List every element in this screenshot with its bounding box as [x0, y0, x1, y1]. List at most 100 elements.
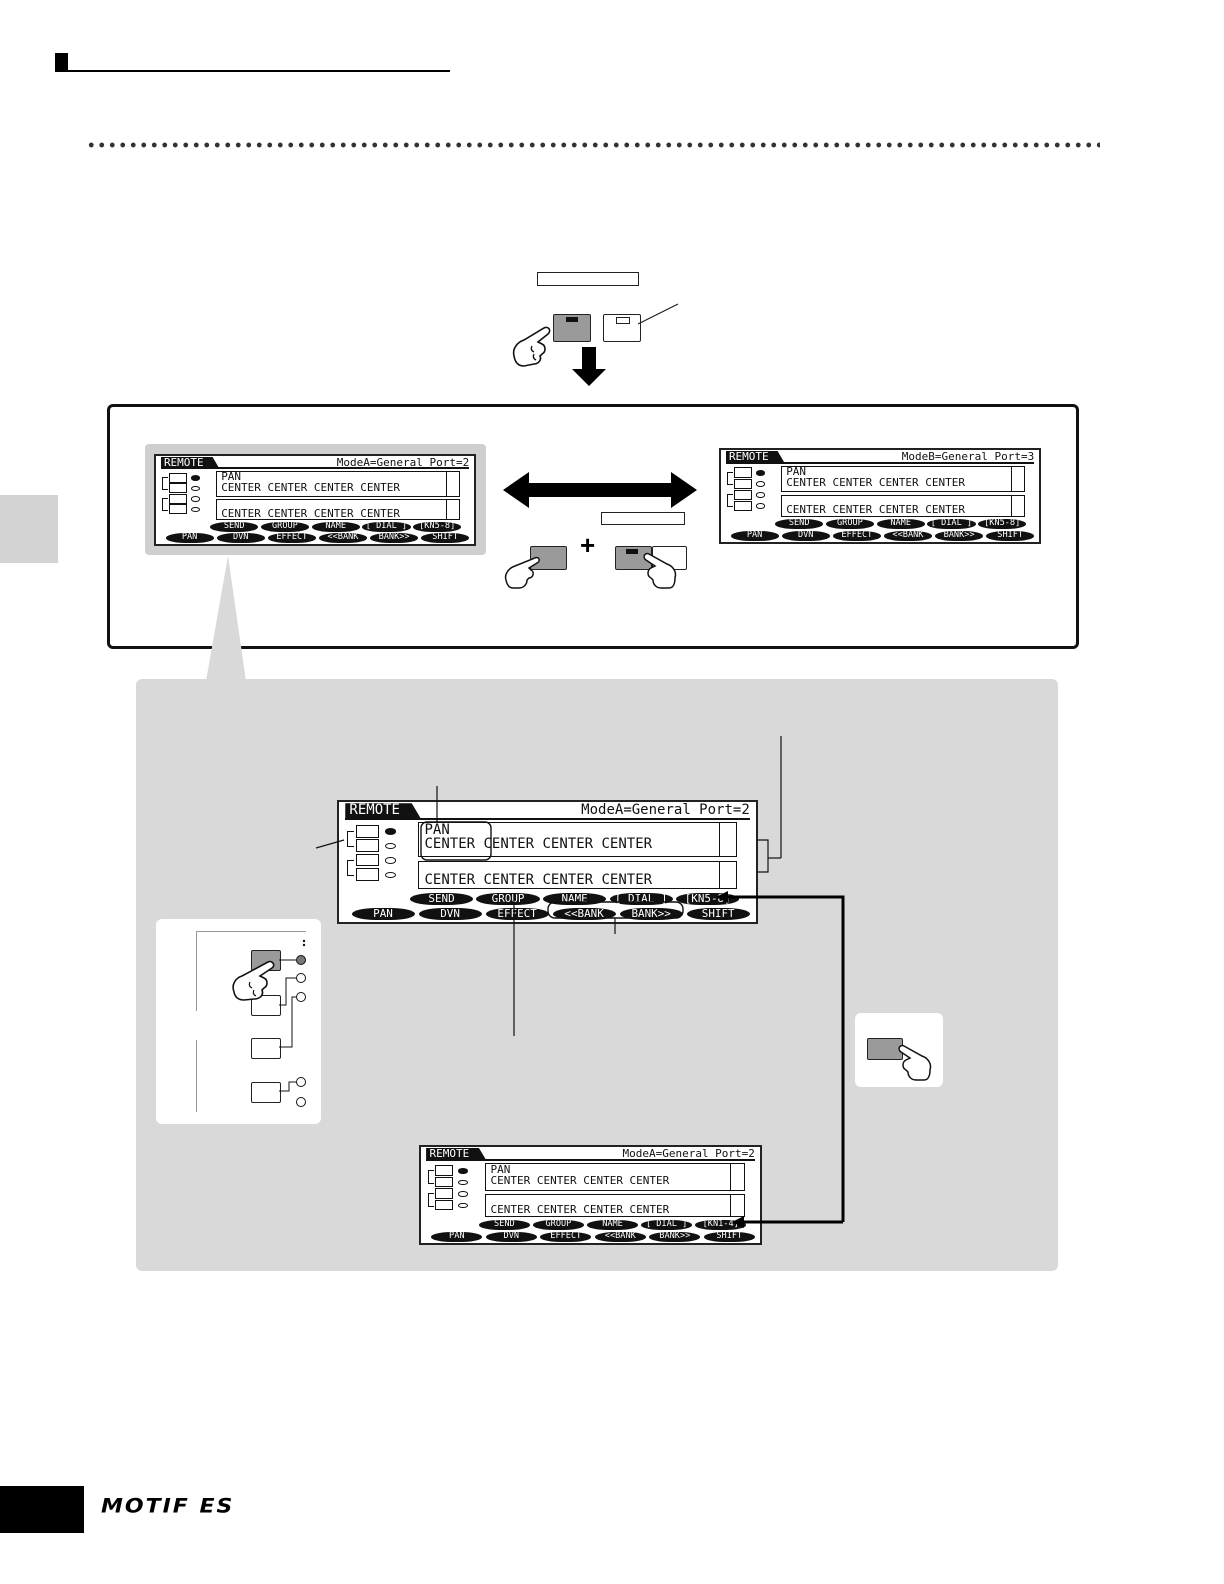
header-rule — [55, 70, 450, 72]
upper-tab[interactable]: [ DIAL ] — [927, 519, 976, 530]
scroll-indicator — [729, 1195, 744, 1217]
lower-tab[interactable]: EFFECT — [485, 907, 549, 921]
scroll-indicator — [719, 861, 736, 889]
track-square — [434, 1188, 454, 1199]
upper-tab[interactable]: GROUP — [260, 521, 310, 532]
track-square — [733, 489, 752, 500]
lower-tab[interactable]: <<BANK — [883, 530, 932, 541]
led-inset-panel — [156, 919, 321, 1124]
lower-tab[interactable]: <<BANK — [318, 532, 367, 543]
down-arrow-icon — [572, 347, 606, 386]
pair-bracket — [162, 498, 168, 511]
mode-switch-frame — [107, 404, 1079, 649]
label-box-middle — [601, 512, 685, 525]
upper-tab[interactable]: NAME — [876, 519, 925, 530]
lower-tab[interactable]: <<BANK — [552, 907, 616, 921]
upper-tab[interactable]: SEND — [478, 1219, 531, 1230]
upper-tab[interactable]: NAME — [311, 521, 360, 532]
pair-bracket — [162, 477, 168, 490]
lower-tab[interactable]: BANK>> — [370, 532, 419, 543]
pointing-hand-icon — [512, 326, 551, 367]
upper-tab[interactable]: [KN5-8] — [978, 519, 1027, 530]
pointing-hand-icon — [898, 1044, 932, 1081]
pair-bracket — [427, 1170, 434, 1184]
track-led — [384, 857, 397, 864]
chapter-side-tab — [0, 495, 58, 563]
track-square — [355, 853, 379, 867]
screen-tag: REMOTE — [345, 803, 421, 819]
button-led — [626, 549, 638, 554]
inset-button-4[interactable] — [251, 1082, 281, 1103]
upper-tab[interactable]: SEND — [409, 892, 474, 906]
lower-tab[interactable]: PAN — [431, 1231, 483, 1242]
lower-tab[interactable]: PAN — [730, 530, 779, 541]
row-upper-values: CENTER CENTER CENTER CENTER — [786, 475, 965, 489]
upper-tab[interactable]: [KN1-4] — [695, 1219, 747, 1230]
lower-tab[interactable]: PAN — [165, 532, 214, 543]
track-led — [384, 842, 397, 850]
upper-tab[interactable]: SEND — [210, 521, 259, 532]
lower-tab[interactable]: SHIFT — [421, 532, 470, 543]
parameter-box-lower — [216, 499, 460, 521]
lower-tab[interactable]: BANK>> — [649, 1231, 701, 1242]
lower-tab[interactable]: DVN — [418, 907, 482, 921]
track-square — [355, 824, 379, 838]
upper-tab[interactable]: GROUP — [825, 519, 875, 530]
upper-tab[interactable]: GROUP — [476, 892, 540, 906]
lower-tab[interactable]: PAN — [351, 907, 415, 921]
lower-tab[interactable]: DVN — [216, 532, 265, 543]
lower-tab[interactable]: SHIFT — [703, 1231, 755, 1242]
adjacent-button[interactable] — [603, 314, 641, 342]
pair-bracket — [727, 472, 733, 486]
lower-tab[interactable]: EFFECT — [267, 532, 316, 543]
track-name: PAN — [490, 1162, 511, 1176]
lower-tab[interactable]: BANK>> — [935, 530, 984, 541]
upper-tab[interactable]: [ DIAL ] — [362, 521, 411, 532]
upper-tab[interactable]: NAME — [586, 1219, 639, 1230]
upper-tab[interactable]: GROUP — [532, 1219, 585, 1230]
track-led — [458, 1179, 468, 1186]
screen-mode-label: ModeA=General Port=2 — [581, 802, 750, 818]
lower-tab[interactable]: EFFECT — [540, 1231, 592, 1242]
track-led — [755, 492, 765, 498]
shift-button[interactable] — [553, 314, 591, 342]
track-square — [434, 1199, 454, 1211]
screen-tag: REMOTE — [160, 456, 220, 469]
row-lower-values: CENTER CENTER CENTER CENTER — [424, 871, 653, 888]
upper-tab[interactable]: [KN5-8] — [413, 521, 462, 532]
lower-tab[interactable]: DVN — [781, 530, 830, 541]
inset-button-3[interactable] — [251, 1038, 281, 1059]
scroll-indicator — [729, 1164, 744, 1191]
track-square — [168, 493, 187, 504]
upper-tab[interactable]: SEND — [775, 519, 824, 530]
inset-left-rule — [196, 931, 197, 1011]
track-square — [733, 500, 752, 511]
track-led — [755, 481, 765, 487]
track-led — [190, 475, 200, 481]
label-box-top — [537, 272, 639, 286]
pointing-hand-icon — [643, 552, 677, 589]
upper-tab[interactable]: [ DIAL ] — [640, 1219, 693, 1230]
lower-tab[interactable]: <<BANK — [594, 1231, 646, 1242]
inset-left-rule-lower — [196, 1040, 197, 1112]
row-upper-values: CENTER CENTER CENTER CENTER — [221, 480, 400, 494]
lower-tab[interactable]: EFFECT — [832, 530, 881, 541]
lower-tab[interactable]: DVN — [485, 1231, 537, 1242]
track-led — [190, 507, 200, 513]
track-led — [755, 503, 765, 509]
parameter-box-upper — [418, 822, 738, 857]
scroll-indicator — [719, 823, 736, 856]
lower-tab[interactable]: SHIFT — [986, 530, 1035, 541]
parameter-box-upper — [216, 470, 460, 497]
track-led — [384, 828, 397, 835]
row-upper-values: CENTER CENTER CENTER CENTER — [490, 1173, 670, 1187]
track-square — [434, 1165, 454, 1176]
lower-tab[interactable]: BANK>> — [619, 907, 683, 921]
lower-tab[interactable]: SHIFT — [686, 907, 750, 921]
